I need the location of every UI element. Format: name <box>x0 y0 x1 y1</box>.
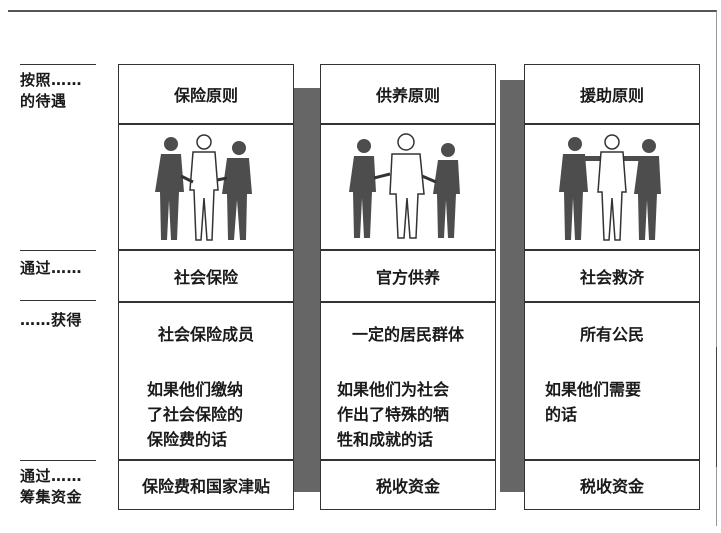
illustration-cell <box>524 124 700 250</box>
funding-cell: 保险费和国家津贴 <box>118 460 294 510</box>
label-rule <box>20 460 96 461</box>
column-provision: 供养原则 官方供养 一定的居民群体 如果他们为社会 作出了特殊的牺 牲和成就的话… <box>320 64 496 510</box>
obtain-cell: 社会保险成员 如果他们缴纳 了社会保险的 保险费的话 <box>118 302 294 460</box>
row-label-funding: 通过…… 筹集资金 <box>20 467 83 506</box>
row-label-via: 通过…… <box>20 259 83 277</box>
condition-text: 如果他们缴纳 了社会保险的 保险费的话 <box>147 380 244 449</box>
row-label-treatment: 按照…… 的待遇 <box>20 71 83 110</box>
connector-band <box>500 80 526 492</box>
diagram-frame <box>8 10 717 526</box>
column-assistance: 援助原则 社会救济 所有公民 如果他们需要 的话 税收资金 <box>524 64 700 510</box>
people-caring-icon <box>349 133 460 239</box>
via-cell: 官方供养 <box>320 250 496 302</box>
label-rule <box>20 300 96 301</box>
people-helping-icon <box>559 134 661 241</box>
obtain-title: 所有公民 <box>579 325 644 344</box>
condition-text: 如果他们为社会 作出了特殊的牺 牲和成就的话 <box>337 380 450 449</box>
funding-cell: 税收资金 <box>524 460 700 510</box>
three-people-handshake-icon <box>155 134 252 241</box>
label-rule <box>20 64 96 65</box>
funding-cell: 税收资金 <box>320 460 496 510</box>
principle-header: 援助原则 <box>524 64 700 124</box>
connector-band <box>294 88 320 492</box>
label-rule <box>20 250 96 251</box>
obtain-cell: 所有公民 如果他们需要 的话 <box>524 302 700 460</box>
principle-header: 保险原则 <box>118 64 294 124</box>
obtain-cell: 一定的居民群体 如果他们为社会 作出了特殊的牺 牲和成就的话 <box>320 302 496 460</box>
illustration-cell <box>320 124 496 250</box>
obtain-title: 社会保险成员 <box>157 325 254 344</box>
condition-text: 如果他们需要 的话 <box>545 380 642 424</box>
row-label-obtain: ……获得 <box>20 311 83 329</box>
via-cell: 社会保险 <box>118 250 294 302</box>
column-insurance: 保险原则 社会保险 社会保险成员 如果他们缴纳 了社会保险的 保险费的话 保险费… <box>118 64 294 510</box>
principle-header: 供养原则 <box>320 64 496 124</box>
illustration-cell <box>118 124 294 250</box>
via-cell: 社会救济 <box>524 250 700 302</box>
obtain-title: 一定的居民群体 <box>351 325 464 344</box>
